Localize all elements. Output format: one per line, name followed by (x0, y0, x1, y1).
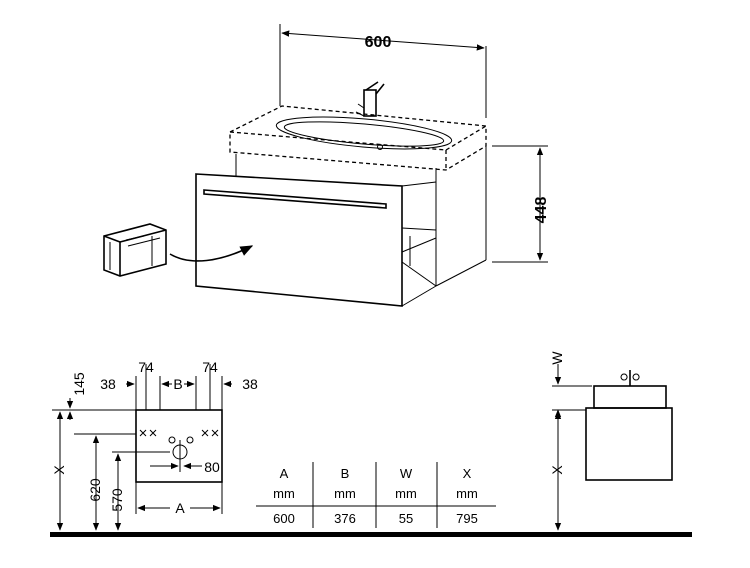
drawer-insert-organiser (103, 223, 167, 277)
dim-145: 145 (71, 372, 87, 396)
floor-line (50, 532, 692, 537)
height-dimension-label: 448 (533, 197, 550, 224)
table-header-x: X (463, 466, 472, 481)
fixing-point-icon-left (139, 429, 157, 437)
drawer-top-side (401, 181, 437, 187)
drawer-inner-top (401, 227, 437, 231)
table-header-w: W (400, 466, 413, 481)
table-value-a: 600 (273, 511, 295, 526)
table-unit-w: mm (395, 486, 417, 501)
dim-38-right: 38 (242, 376, 258, 392)
cabinet-floor-line (401, 261, 437, 287)
table-header-b: B (341, 466, 350, 481)
dim-620: 620 (87, 478, 103, 502)
vanity-unit-illustration: 600 (103, 24, 550, 307)
table-unit-x: mm (456, 486, 478, 501)
table-value-x: 795 (456, 511, 478, 526)
dim-74-left: 74 (138, 359, 154, 375)
dimension-table: A B W X mm mm mm mm 600 376 55 795 (256, 462, 496, 528)
dim-570: 570 (109, 488, 125, 512)
dim-80: 80 (204, 459, 220, 475)
basin-bowl-inner (283, 121, 445, 147)
supply-icon-right (186, 436, 194, 444)
basin-top-outline (229, 105, 487, 171)
table-value-w: 55 (399, 511, 413, 526)
width-dimension-line (281, 30, 485, 51)
faucet-icon (355, 81, 385, 117)
insert-motion-arrow (169, 245, 254, 262)
width-dimension-label: 600 (365, 34, 392, 51)
dim-b-label: B (173, 376, 182, 392)
drain-hole (377, 144, 383, 150)
fixing-point-icon-right (201, 429, 219, 437)
table-unit-a: mm (273, 486, 295, 501)
front-installation-plan: 38 74 B 74 38 145 X 620 570 (51, 359, 258, 531)
side-elevation-view: W X (549, 351, 673, 531)
supply-icon-left (168, 436, 176, 444)
side-cabinet (585, 407, 673, 481)
side-faucet-icon (620, 370, 640, 387)
dim-x-left: X (51, 465, 67, 475)
drawer-front (195, 173, 403, 307)
table-unit-b: mm (334, 486, 356, 501)
cabinet-bottom-side (435, 259, 487, 287)
drawer-bottom-side (401, 285, 437, 307)
drawer-handle (203, 189, 387, 209)
basin-bowl (275, 116, 453, 150)
side-x-label: X (549, 465, 565, 475)
drawer-inner-slope (401, 237, 437, 253)
table-value-b: 376 (334, 511, 356, 526)
dim-38-left: 38 (100, 376, 116, 392)
dim-a-label: A (175, 500, 185, 516)
cabinet-front-panel (135, 409, 223, 483)
table-header-a: A (280, 466, 289, 481)
side-w-label: W (549, 351, 565, 365)
side-basin (593, 385, 667, 409)
dim-74-right: 74 (202, 359, 218, 375)
basin-side-edge (445, 125, 487, 151)
